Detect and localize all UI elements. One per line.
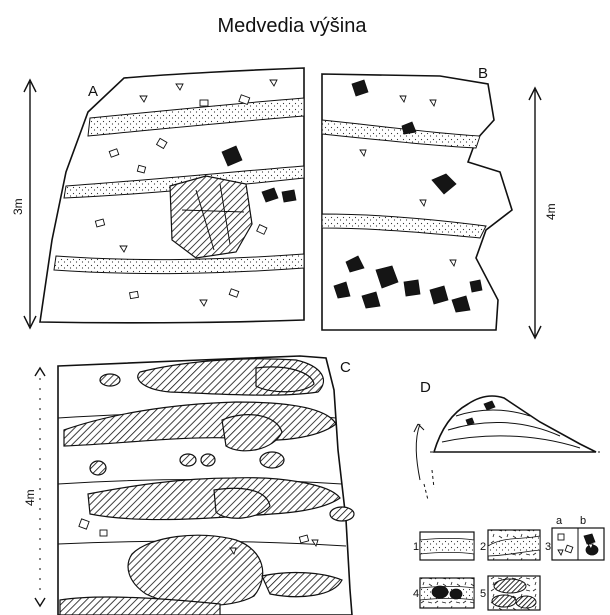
legend: 1 2 a b 3 4 xyxy=(413,515,604,610)
legend-number: 2 xyxy=(480,541,486,553)
section-c-small-block xyxy=(330,507,354,521)
panel-label-c: C xyxy=(340,359,351,376)
legend-item-1: 1 xyxy=(413,532,474,560)
figure-title: Medvedia výšina xyxy=(218,15,368,37)
section-a-dark-clast xyxy=(282,190,296,202)
legend-number: 1 xyxy=(413,541,419,553)
section-c-small-block xyxy=(90,461,106,475)
scale-label-c: 4m xyxy=(23,489,37,506)
scale-arrowheads-c xyxy=(35,368,45,606)
legend-sub-a: a xyxy=(556,515,563,527)
legend-number: 4 xyxy=(413,588,419,600)
legend-item-5: 5 xyxy=(480,576,540,610)
panel-b: B 4m xyxy=(322,65,558,338)
legend-number: 5 xyxy=(480,588,486,600)
section-b-dark-clast xyxy=(470,280,482,292)
legend-item-3: a b 3 xyxy=(545,515,604,560)
legend-number: 3 xyxy=(545,541,551,553)
legend-item-2: 2 xyxy=(480,530,540,560)
scale-label-a: 3m xyxy=(11,198,25,215)
legend-sub-b: b xyxy=(580,515,586,527)
section-c-hatched-block xyxy=(128,535,263,605)
section-a-boulder xyxy=(170,176,252,258)
section-b-dark-clast xyxy=(404,280,420,296)
panel-label-b: B xyxy=(478,65,488,82)
panel-d: D xyxy=(414,379,600,500)
section-c-small-block xyxy=(201,454,215,466)
legend-item-4: 4 xyxy=(413,578,474,608)
panel-a: 3m A xyxy=(11,68,304,328)
section-c-small-block xyxy=(260,452,284,468)
section-c-small-block xyxy=(180,454,196,466)
section-c-small-block xyxy=(100,374,120,386)
panel-label-d: D xyxy=(420,379,431,396)
panel-label-a: A xyxy=(88,83,98,100)
scale-label-b: 4m xyxy=(544,203,558,220)
panel-c: C 4m xyxy=(23,356,354,615)
